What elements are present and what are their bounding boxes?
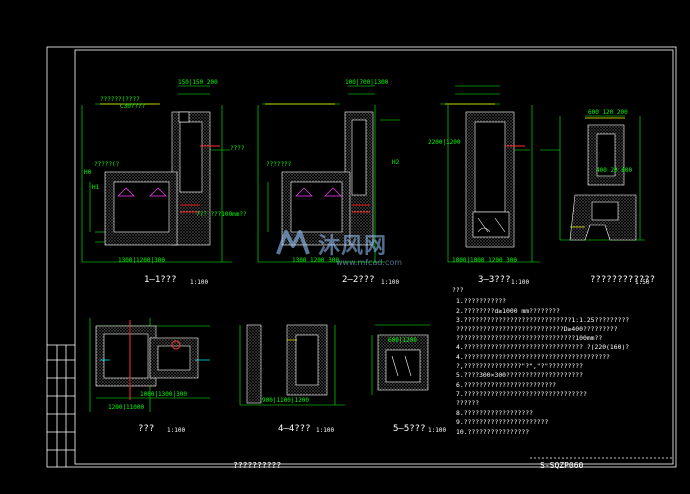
- dim-d4: 600|1200: [388, 337, 417, 344]
- base-dim-2: 1300 1200 300: [292, 257, 339, 264]
- note-line: ?,???????????????"?","?"?????????: [456, 362, 583, 370]
- section-1-1-title: 1—1???: [144, 275, 177, 285]
- section-2-2-title: 2—2???: [342, 275, 375, 285]
- note-line: ??????: [456, 399, 480, 407]
- section-5-5-scale: 1:100: [428, 427, 447, 434]
- label-b: ???????: [266, 161, 292, 168]
- detail-section-drawing: [540, 115, 645, 241]
- note-line: 6.????????????????????????: [456, 381, 557, 389]
- note-line: ???????????????????????????????100mm??: [456, 334, 603, 342]
- label-a: ?????(?: [94, 161, 120, 168]
- note-line: 10.????????????????: [456, 428, 530, 436]
- base-dim-1: 1300|1200|300: [118, 257, 165, 264]
- watermark-logo: 沐风网: [318, 234, 388, 259]
- note-line: 4.??????????????????????????????????????: [456, 353, 610, 361]
- section-5-5-drawing: [371, 324, 430, 395]
- section-1-1-scale: 1:100: [190, 279, 209, 286]
- section-2-2-scale: 1:100: [381, 279, 400, 286]
- dim-top-b: 100|700|1300: [345, 79, 389, 86]
- note-line: 4.??????????????????????????????? ?(220(…: [456, 343, 630, 351]
- section-4-4-drawing: [239, 324, 345, 406]
- section-3-3-title: 3—3???: [478, 275, 511, 285]
- h-label-1: H0: [84, 169, 92, 176]
- drawing-frame: [46, 46, 677, 468]
- detail-title: ????????????: [590, 275, 656, 285]
- note-line: 3.????????????????????????????1:1.25????…: [456, 316, 630, 324]
- note-line: 8.??????????????????: [456, 409, 533, 417]
- detail-scale: 1:50: [635, 279, 650, 286]
- section-4-4-scale: 1:100: [316, 427, 335, 434]
- sheet-main-title: ??????????: [233, 461, 282, 470]
- section-3-3-drawing: [440, 85, 540, 263]
- section-5-5-title: 5—5???: [393, 424, 426, 434]
- notes-header: ???: [452, 286, 464, 294]
- dim-d5: 1200|11000: [108, 404, 145, 411]
- dim-d6: 900|1100|1200: [262, 397, 309, 404]
- watermark-url: www.mfcad.com: [336, 258, 403, 267]
- note-line: 7.????????????????????????????????: [456, 390, 587, 398]
- section-1-1-drawing: [81, 85, 232, 263]
- plan-scale: 1:100: [167, 427, 186, 434]
- note-line: ????????????????????????????D≥400???????…: [456, 325, 618, 333]
- dim-d3: 600 120 200: [588, 109, 628, 116]
- plan-title: ???: [138, 424, 155, 434]
- section-4-4-title: 4—4???: [278, 424, 311, 434]
- note-line: 1.???????????: [456, 297, 507, 305]
- note-line: 9.??????????????????????: [456, 418, 549, 426]
- base-dim-3: 1000|1000 1200 300: [452, 257, 518, 264]
- section-3-3-scale: 1:100: [511, 279, 530, 286]
- dim-d1: 2200|1200: [428, 139, 461, 146]
- label-c: ????: [230, 145, 245, 152]
- note-d: ??? ???100mm??: [196, 211, 247, 218]
- dim-d7: 1000|1300|300: [140, 391, 187, 398]
- h2-label: H2: [392, 159, 400, 166]
- note-line: 2.????????d≥1000 mm????????: [456, 307, 560, 315]
- dim-top-a: 150|150 200: [178, 79, 218, 86]
- elev-label-1: ??????(????: [100, 96, 140, 103]
- drawing-number: S-SQZP060: [540, 461, 584, 470]
- plan-drawing: [89, 318, 210, 412]
- watermark-icon: [276, 228, 310, 258]
- elev-label-2: C30????: [120, 103, 146, 110]
- section-2-2-drawing: [257, 85, 400, 263]
- note-line: 5.????300×300????????????????????: [456, 371, 583, 379]
- dim-d2: 400 20 600: [596, 167, 633, 174]
- h1-label: H1: [92, 184, 100, 191]
